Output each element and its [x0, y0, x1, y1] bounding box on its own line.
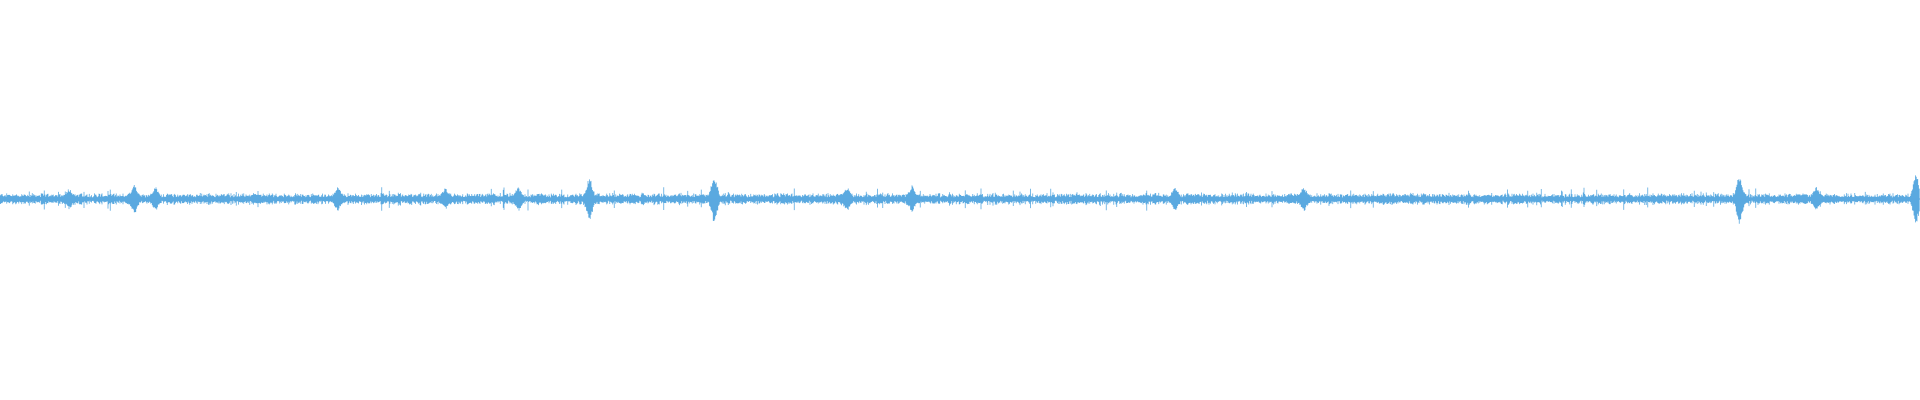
waveform-samples — [0, 175, 1920, 224]
